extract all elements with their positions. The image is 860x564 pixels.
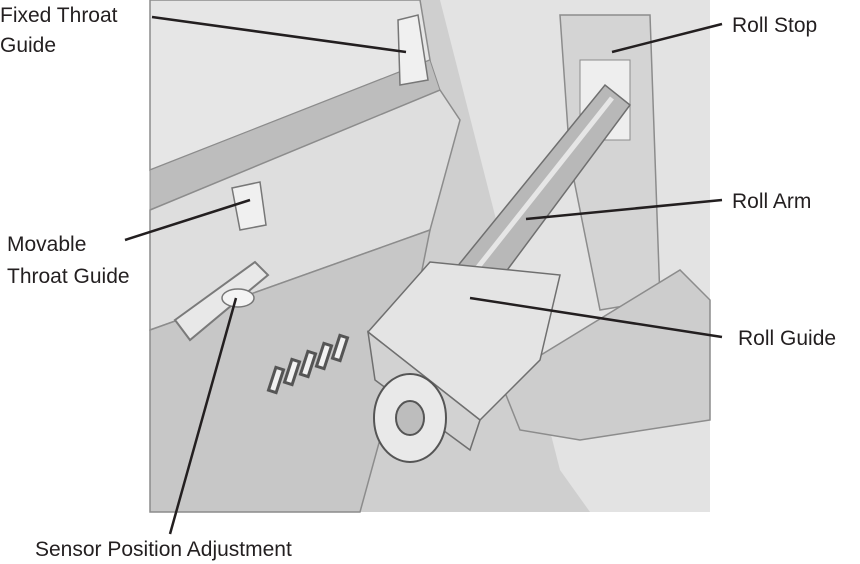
- front-panel: [149, 89, 461, 332]
- sensor-slot: [173, 260, 270, 342]
- fixed-throat-guide-part: [397, 14, 429, 86]
- leader-sensor-position: [168, 297, 238, 535]
- right-base: [499, 269, 711, 441]
- label-fixed-throat-guide-line2: Guide: [0, 34, 56, 57]
- leader-roll-stop: [611, 22, 723, 54]
- leader-lines: [124, 15, 723, 535]
- label-roll-stop: Roll Stop: [732, 14, 817, 37]
- roll-spool-center: [395, 400, 425, 436]
- label-movable-throat-guide: Movable Throat Guide: [7, 233, 130, 288]
- sensor-knob: [221, 288, 255, 308]
- leader-movable-throat-guide: [124, 198, 251, 242]
- label-fixed-throat-guide-line1: Fixed Throat: [0, 4, 118, 27]
- leader-fixed-throat-guide: [151, 15, 407, 54]
- label-sensor-position-adjustment: Sensor Position Adjustment: [35, 538, 292, 561]
- leader-roll-guide: [469, 296, 723, 339]
- printer-illustration: [149, 0, 711, 513]
- label-roll-guide: Roll Guide: [738, 327, 836, 350]
- label-roll-arm: Roll Arm: [732, 190, 811, 213]
- label-fixed-throat-guide: Fixed Throat Guide: [0, 4, 123, 57]
- leader-roll-arm: [525, 198, 723, 221]
- vent-slots: [266, 333, 350, 395]
- movable-throat-guide-part: [231, 181, 267, 231]
- callout-labels: Fixed Throat Guide Movable Throat Guide …: [0, 4, 836, 561]
- label-movable-throat-guide-line1: Movable: [7, 233, 86, 256]
- label-movable-throat-guide-line2: Throat Guide: [7, 265, 130, 288]
